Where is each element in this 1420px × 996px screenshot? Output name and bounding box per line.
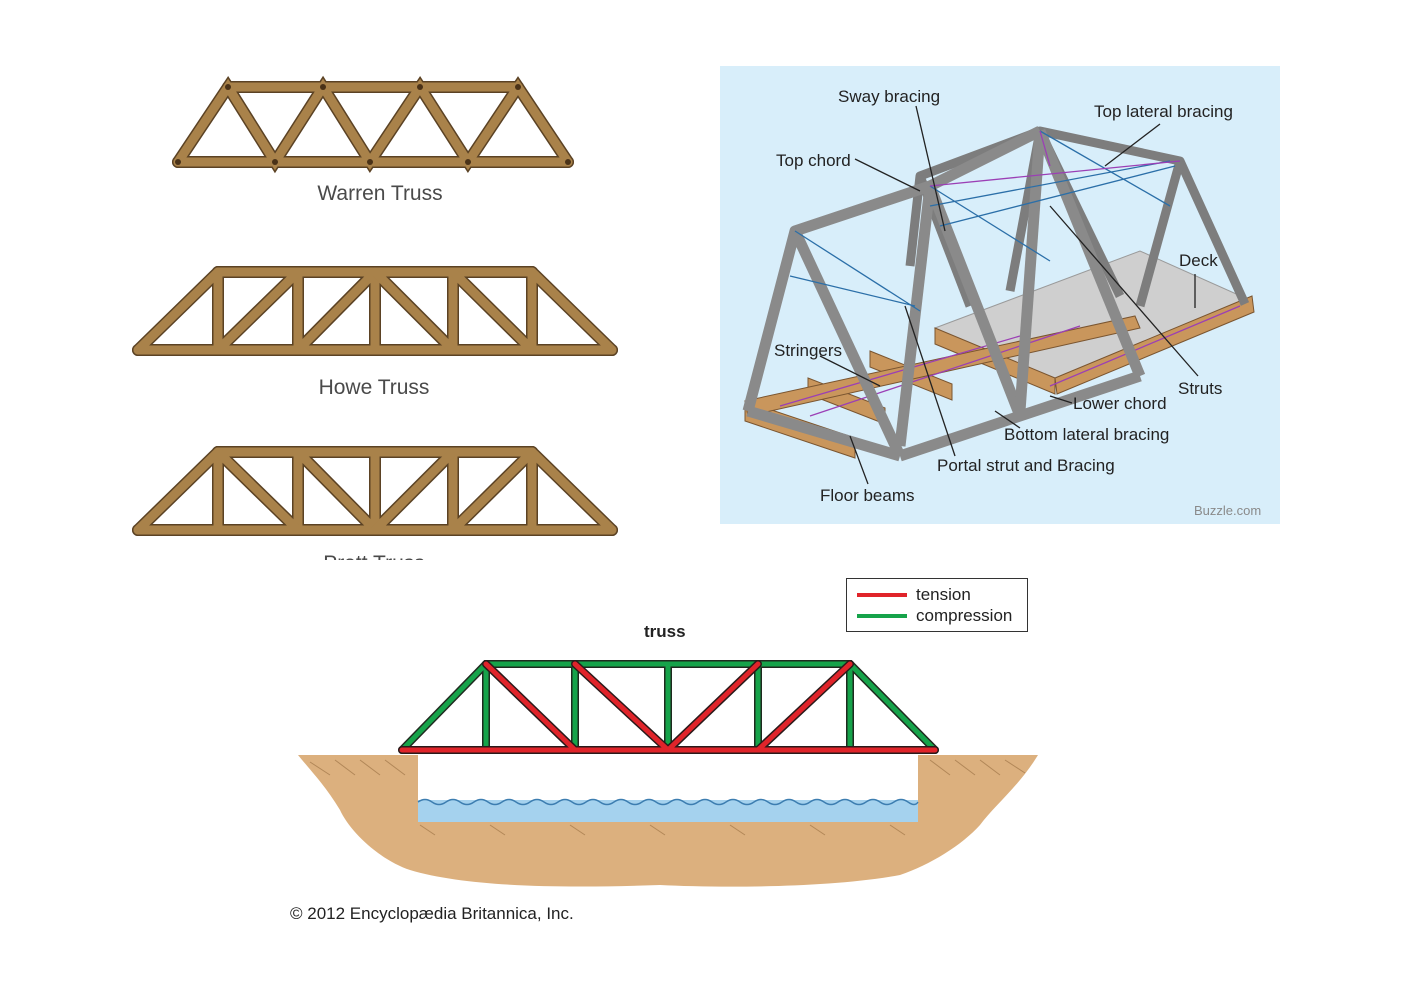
label-stringers: Stringers [774,341,842,360]
label-portal-strut: Portal strut and Bracing [937,456,1115,475]
compression-members [399,661,938,753]
river-water [418,800,918,822]
bottom-lateral-bracing-lines [779,305,1241,417]
britannica-svg [298,660,1038,887]
warren-truss-caption: Warren Truss [317,182,442,205]
leader-lines [819,105,1199,485]
riverbank-ground [298,755,1038,887]
water-waves [417,798,919,806]
watermark: Buzzle.com [1194,503,1261,518]
ground-hatching [309,759,1026,836]
warren-truss-drawing [172,75,574,174]
label-bottom-lateral-bracing: Bottom lateral bracing [1004,425,1169,444]
tension-members [399,661,938,753]
legend: tension compression [846,578,1028,632]
top-lateral-bracing-lines [929,130,1181,187]
pratt-truss-caption: Pratt Truss [323,552,425,560]
truss-types-panel: Warren Truss [120,60,640,561]
britannica-panel: truss tension compression © 2012 Encyclo… [290,570,1050,940]
legend-label-compression: compression [916,606,1013,625]
label-struts: Struts [1178,379,1222,398]
truss-types-svg: Warren Truss [132,75,618,561]
copyright-credit: © 2012 Encyclopædia Britannica, Inc. [290,904,574,923]
legend-item-compression: compression [857,606,1012,626]
label-floor-beams: Floor beams [820,486,914,505]
tension-swatch [857,593,907,597]
howe-truss-caption: Howe Truss [319,376,430,399]
label-deck: Deck [1179,251,1218,270]
howe-truss-drawing [132,266,618,356]
label-sway-bracing: Sway bracing [838,87,940,106]
label-top-lateral-bracing: Top lateral bracing [1094,102,1233,121]
compression-swatch [857,614,907,618]
pratt-truss-drawing [132,446,618,536]
bridge-anatomy-panel: Sway bracing Top lateral bracing Top cho… [720,66,1280,524]
near-truss-frame [742,126,1146,462]
truss-title: truss [644,622,686,641]
legend-item-tension: tension [857,585,971,605]
bridge-anatomy-svg: Sway bracing Top lateral bracing Top cho… [742,87,1261,518]
label-lower-chord: Lower chord [1073,394,1167,413]
label-top-chord: Top chord [776,151,851,170]
legend-label-tension: tension [916,585,971,604]
